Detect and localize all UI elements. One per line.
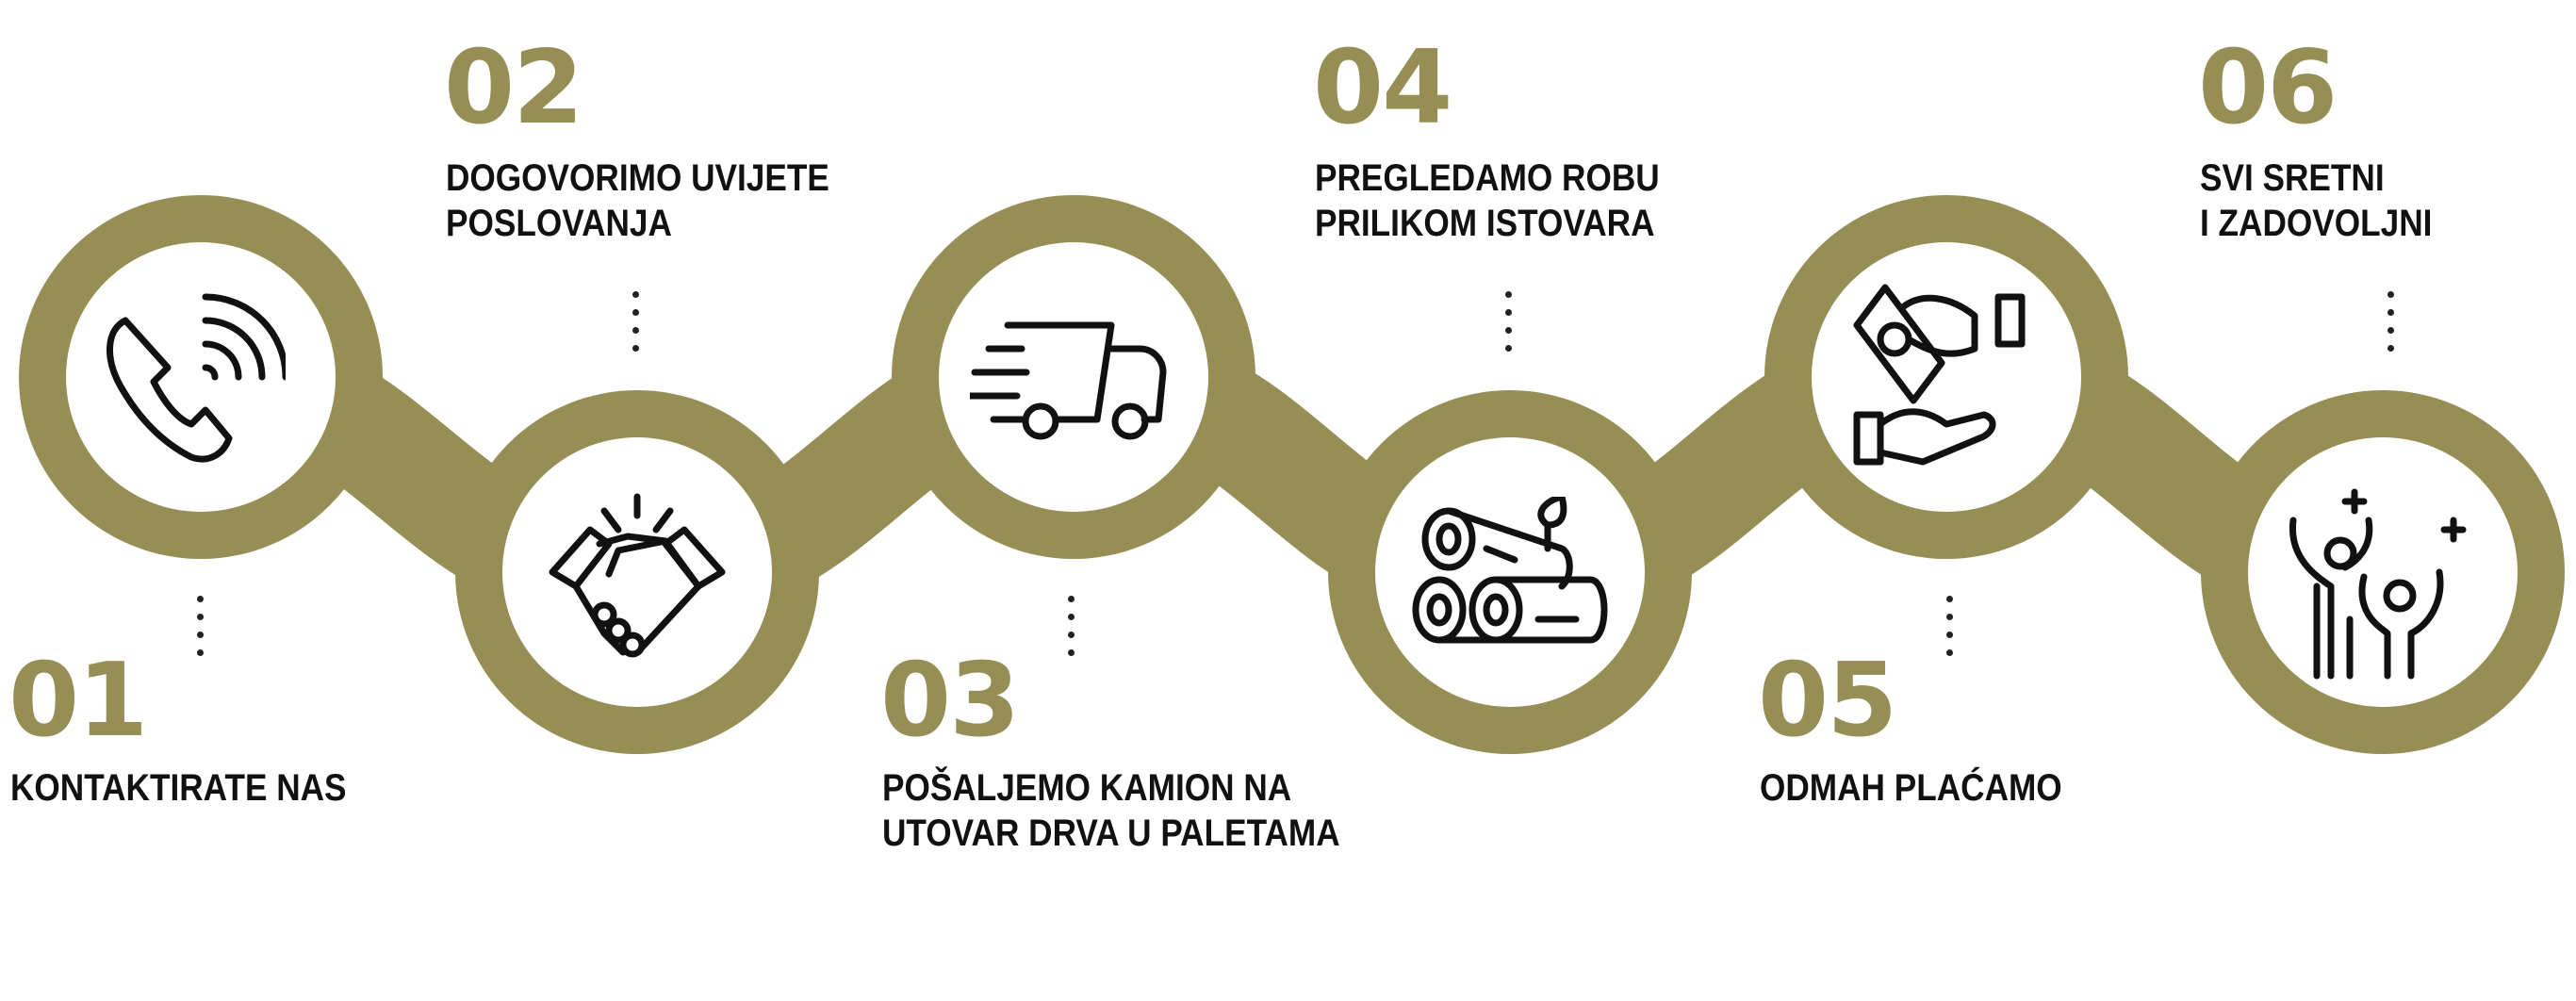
- dotted-connector: [2387, 291, 2395, 363]
- label-line: I ZADOVOLJNI: [2200, 203, 2433, 244]
- step-label-01: KONTAKTIRATE NAS: [10, 765, 347, 811]
- label-line: UTOVAR DRVA U PALETAMA: [882, 812, 1340, 854]
- label-line: ODMAH PLAĆAMO: [1760, 767, 2062, 809]
- dotted-connector: [1068, 596, 1075, 667]
- label-line: SVI SRETNI: [2200, 157, 2385, 199]
- dotted-connector: [1505, 291, 1513, 363]
- step-number-04: 04: [1313, 29, 1452, 147]
- label-line: DOGOVORIMO UVIJETE: [446, 157, 829, 199]
- handshake-icon: [549, 493, 726, 658]
- payment-hands-icon: [1853, 284, 2026, 466]
- dotted-connector: [1946, 596, 1954, 667]
- step-number-06: 06: [2198, 29, 2338, 147]
- step-number-02: 02: [444, 29, 583, 147]
- truck-icon: [970, 321, 1167, 440]
- step-number-03: 03: [880, 642, 1020, 760]
- step-label-05: ODMAH PLAĆAMO: [1760, 765, 2062, 811]
- dotted-connector: [197, 596, 205, 667]
- label-line: PREGLEDAMO ROBU: [1315, 157, 1660, 199]
- step-number-01: 01: [8, 642, 148, 760]
- step-number-05: 05: [1758, 642, 1897, 760]
- label-line: KONTAKTIRATE NAS: [10, 767, 347, 809]
- dotted-connector: [632, 291, 640, 363]
- label-line: POSLOVANJA: [446, 203, 672, 244]
- logs-icon: [1412, 497, 1608, 644]
- label-line: POŠALJEMO KAMION NA: [882, 767, 1292, 809]
- phone-icon: [107, 293, 286, 463]
- happy-people-icon: [2289, 488, 2467, 680]
- label-line: PRILIKOM ISTOVARA: [1315, 203, 1655, 244]
